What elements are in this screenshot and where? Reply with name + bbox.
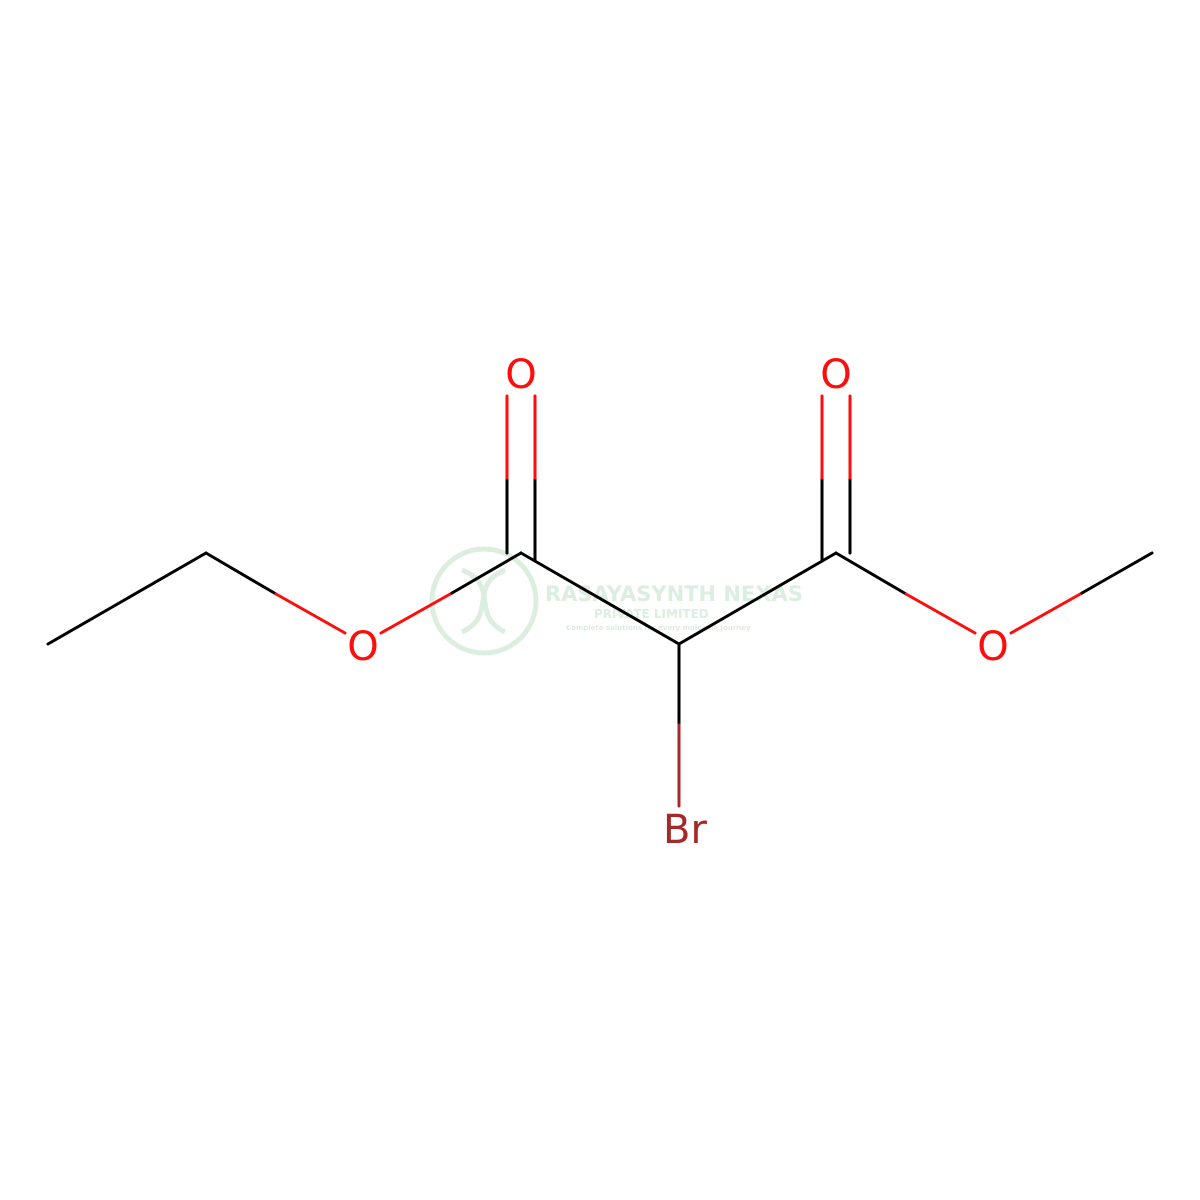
bond-c2-o-right-dark: [834, 551, 908, 596]
watermark-helix-icon-2: [460, 567, 507, 635]
bond-ch2-o-left-red: [274, 592, 347, 635]
watermark-helix-icon: [461, 567, 507, 635]
bond-c1-chbr: [519, 551, 681, 646]
bond-chbr-c2: [677, 551, 838, 646]
bond-o-left-c1-red: [379, 591, 454, 635]
atom-o-ester-left: O: [347, 624, 378, 670]
bond-ch3-ch2: [46, 551, 208, 646]
watermark-tagline: Complete solutions for every molecule jo…: [566, 624, 751, 632]
bonds: [46, 394, 1154, 808]
atom-bromine: Br: [663, 807, 707, 853]
bond-o-right-ch3-red: [1009, 591, 1084, 635]
bond-o-left-c1-dark: [450, 551, 523, 595]
watermark-logo-ring: [429, 546, 539, 656]
atom-o-carbonyl-left: O: [505, 352, 536, 398]
atom-o-carbonyl-right: O: [820, 352, 851, 398]
bond-ch2-o-left-dark: [204, 551, 278, 596]
watermark-company: RASAYASYNTH NEXAS: [545, 582, 803, 606]
watermark-subtitle: PRIVATE LIMITED: [594, 607, 709, 621]
atom-o-ester-right: O: [977, 624, 1008, 670]
bond-c2-o-right-red: [904, 592, 977, 635]
atom-labels: O O O O Br: [347, 352, 1008, 853]
bond-o-right-ch3-dark: [1080, 551, 1154, 595]
